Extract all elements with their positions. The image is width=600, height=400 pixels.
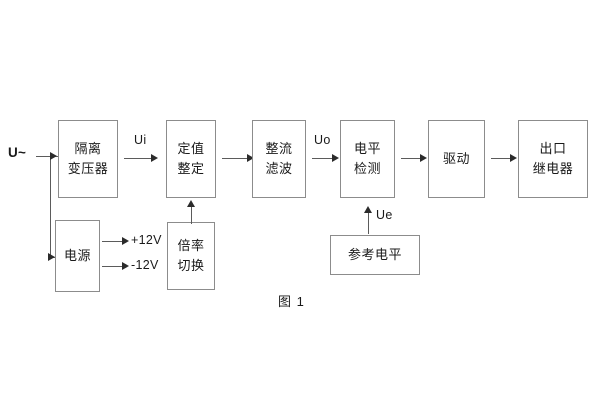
wire-power-plus12v [102,241,124,242]
input-signal-label: U~ [8,145,27,160]
block-level-detect-line1: 电平 [353,140,381,156]
block-multiplier-switch-line1: 倍率 [177,237,205,253]
block-drive[interactable]: 驱动 [428,120,485,198]
arrowhead-minus12v [122,262,129,270]
block-setting-value-line1: 定值 [177,140,205,156]
arrowhead-setting-to-rectify [247,154,254,162]
block-setting-value[interactable]: 定值 整定 [166,120,216,198]
arrowhead-plus12v [122,237,129,245]
block-rectify-filter-line2: 滤波 [265,161,293,176]
signal-ui-label: Ui [134,133,147,147]
wire-rectify-to-level [312,158,333,159]
wire-level-to-drive [401,158,422,159]
block-isolation-transformer-line1: 隔离 [74,140,102,156]
wire-transformer-to-setting [124,158,152,159]
block-rectify-filter[interactable]: 整流 滤波 [252,120,306,198]
block-reference-level-line1: 参考电平 [347,246,402,262]
arrowhead-drive-to-relay [510,154,517,162]
signal-ue-label: Ue [376,208,393,222]
arrowhead-multiplier-to-setting [187,200,195,207]
block-level-detect[interactable]: 电平 检测 [340,120,395,198]
block-output-relay-line2: 继电器 [532,161,574,176]
signal-uo-label: Uo [314,133,331,147]
arrowhead-reference-to-level [364,206,372,213]
figure-caption: 图 1 [278,294,305,309]
wire-drive-to-relay [491,158,512,159]
wire-multiplier-to-setting [191,206,192,224]
block-multiplier-switch-line2: 切换 [177,258,205,273]
wire-setting-to-rectify [222,158,248,159]
block-rectify-filter-line1: 整流 [265,140,293,156]
block-isolation-transformer-line2: 变压器 [67,161,109,176]
block-level-detect-line2: 检测 [353,161,381,176]
input-wire-trunk [50,156,51,257]
arrowhead-transformer-to-setting [151,154,158,162]
block-isolation-transformer[interactable]: 隔离 变压器 [58,120,118,198]
block-drive-line1: 驱动 [442,150,470,166]
arrowhead-rectify-to-level [332,154,339,162]
block-setting-value-line2: 整定 [177,161,205,176]
block-power-supply-line1: 电源 [63,247,91,263]
block-output-relay-line1: 出口 [539,140,567,156]
input-to-power-arrowhead [48,253,55,261]
signal-minus12v-label: -12V [131,258,159,272]
signal-plus12v-label: +12V [131,233,162,247]
block-output-relay[interactable]: 出口 继电器 [518,120,588,198]
block-multiplier-switch[interactable]: 倍率 切换 [167,222,215,290]
input-to-transformer-arrowhead [50,152,57,160]
wire-reference-to-level [368,212,369,234]
block-power-supply[interactable]: 电源 [55,220,100,292]
wire-power-minus12v [102,266,124,267]
input-wire-stub [36,156,50,157]
arrowhead-level-to-drive [420,154,427,162]
block-reference-level[interactable]: 参考电平 [330,235,420,275]
